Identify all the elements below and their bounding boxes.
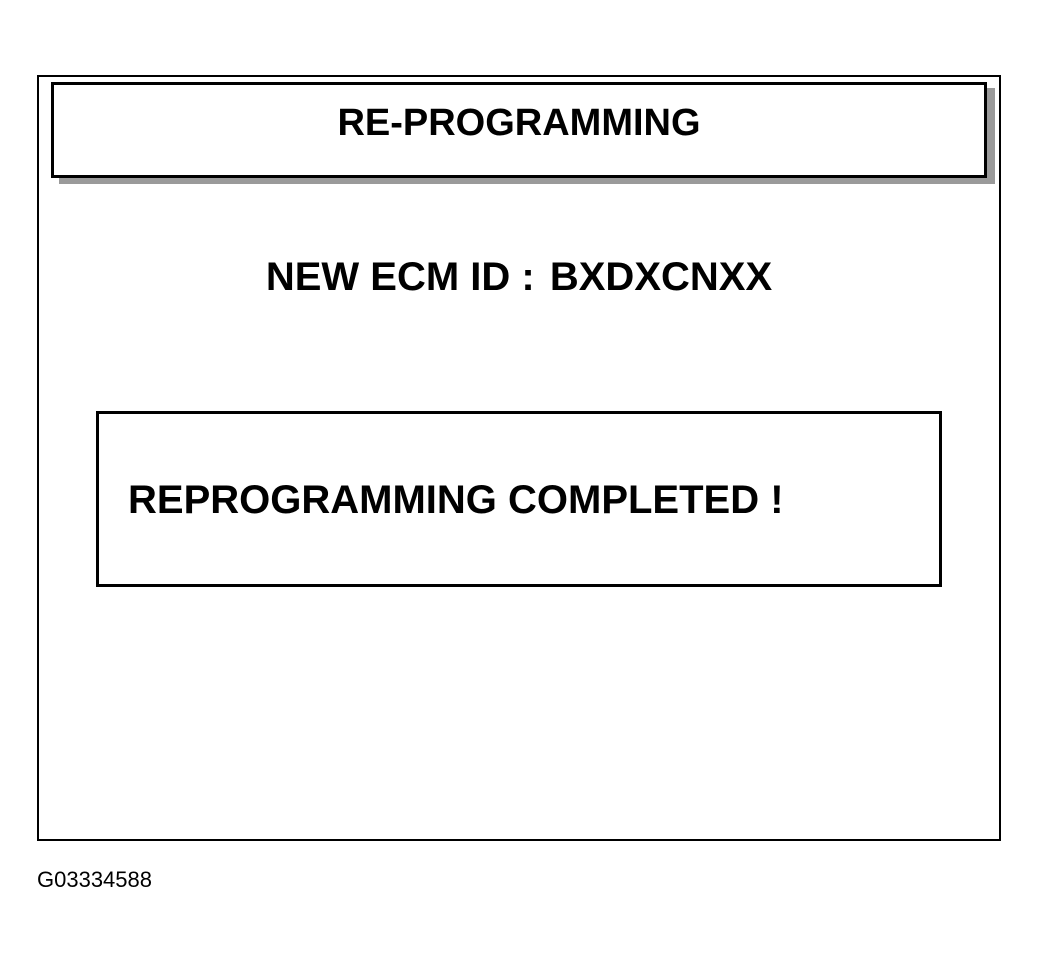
status-message-box: REPROGRAMMING COMPLETED !: [96, 411, 942, 587]
tester-screen: RE-PROGRAMMING NEW ECM ID : BXDXCNXX REP…: [37, 75, 1001, 841]
figure-code: G03334588: [37, 867, 152, 892]
ecm-id-line: NEW ECM ID : BXDXCNXX: [39, 253, 999, 301]
screen-title: RE-PROGRAMMING: [337, 102, 701, 144]
ecm-id-label: NEW ECM ID :: [265, 255, 535, 299]
ecm-id-value: BXDXCNXX: [549, 255, 773, 299]
status-message: REPROGRAMMING COMPLETED !: [128, 478, 784, 522]
title-bar: RE-PROGRAMMING: [51, 82, 987, 178]
